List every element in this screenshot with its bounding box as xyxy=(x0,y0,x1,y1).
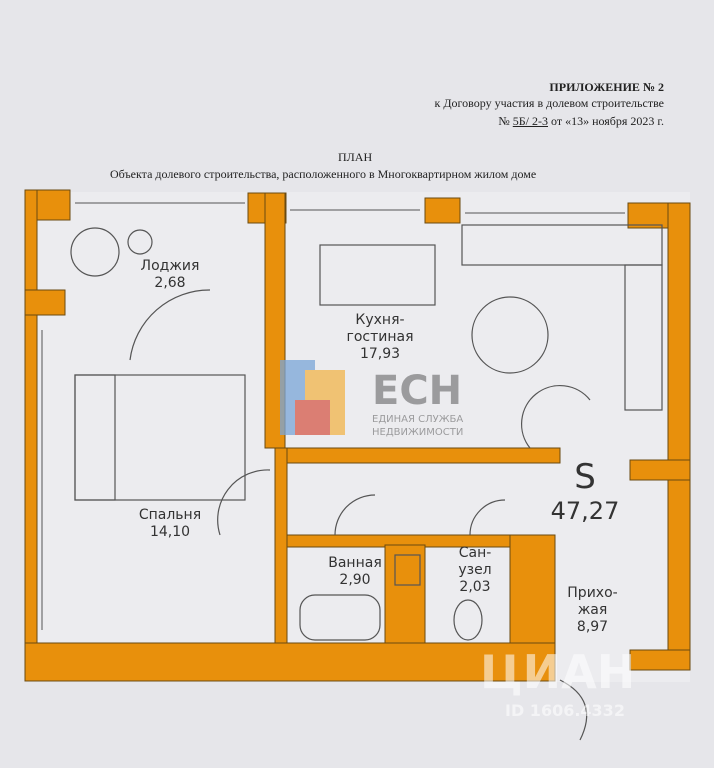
floor-area xyxy=(25,192,690,682)
furniture xyxy=(70,224,663,741)
plan-subtitle: Объекта долевого строительства, располож… xyxy=(110,167,537,181)
dining-table xyxy=(471,296,549,374)
esn-logo-line2: НЕДВИЖИМОСТИ xyxy=(372,427,464,438)
sink xyxy=(394,554,421,586)
room-name: узел xyxy=(458,562,492,578)
cian-watermark: ЦИАН xyxy=(480,645,636,699)
room-area: 2,03 xyxy=(459,579,491,595)
room-name: гостиная xyxy=(346,329,414,345)
kitchen-counter xyxy=(461,224,663,266)
esn-logo-text: ЕСН xyxy=(372,368,463,414)
room-area: 2,90 xyxy=(339,572,371,588)
cian-id-watermark: ID 1606.4332 xyxy=(505,701,625,720)
room-name: Спальня xyxy=(138,507,202,523)
room-name: Кухня- xyxy=(355,312,405,328)
esn-logo-watermark xyxy=(270,355,360,435)
appendix-line2: № 5Б/ 2-3 от «13» ноября 2023 г. xyxy=(498,114,664,128)
room-area: 2,68 xyxy=(154,275,186,291)
total-area-value: 47,27 xyxy=(550,497,620,525)
room-area: 8,97 xyxy=(576,619,609,635)
no-sign: № xyxy=(498,114,510,128)
room-area: 14,10 xyxy=(149,524,191,540)
appendix-title: ПРИЛОЖЕНИЕ № 2 xyxy=(549,80,664,94)
bathtub xyxy=(299,594,381,641)
room-area: 17,93 xyxy=(359,346,401,362)
door-swing xyxy=(129,289,211,361)
room-name: Прихо- xyxy=(567,585,618,601)
room-name: Сан- xyxy=(458,545,492,561)
contract-number: 5Б/ 2-3 xyxy=(512,114,548,128)
loggia-chair xyxy=(70,227,120,277)
room-name: Ванная xyxy=(328,555,382,571)
toilet xyxy=(453,599,483,641)
windows xyxy=(41,202,625,630)
plan-title: ПЛАН xyxy=(338,150,373,164)
room-name: Лоджия xyxy=(140,258,200,274)
esn-logo-line1: ЕДИНАЯ СЛУЖБА xyxy=(372,414,464,425)
sofa xyxy=(319,244,436,306)
room-name: жая xyxy=(577,602,608,618)
appendix-line1: к Договору участия в долевом строительст… xyxy=(434,96,664,110)
walls xyxy=(24,189,691,682)
area-symbol: S xyxy=(574,457,596,497)
contract-date: от «13» ноября 2023 г. xyxy=(551,114,664,128)
